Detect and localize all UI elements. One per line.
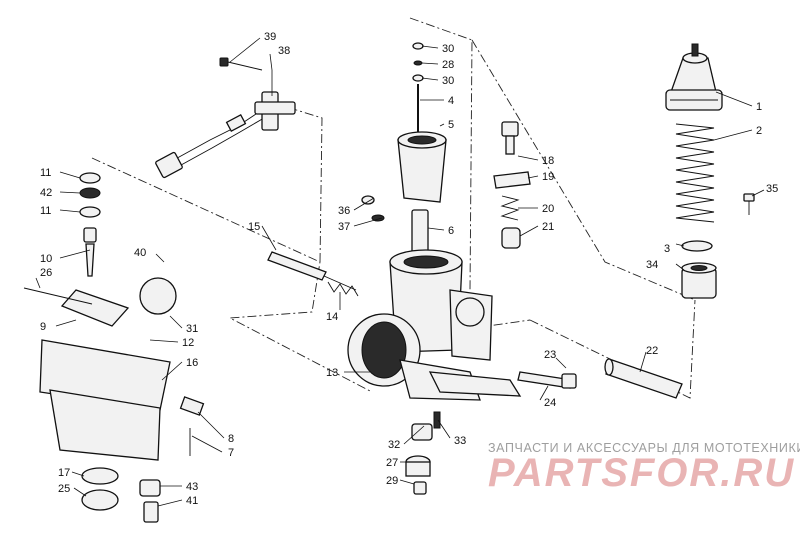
idle-screw-15 bbox=[267, 251, 357, 291]
throttle-slide-5 bbox=[397, 131, 447, 203]
sleeve-22 bbox=[604, 358, 683, 399]
callout-16: 16 bbox=[186, 357, 198, 369]
plunger-cap-assembly bbox=[665, 43, 723, 111]
callout-40: 40 bbox=[134, 247, 146, 259]
callout-29: 29 bbox=[386, 475, 398, 487]
callout-31: 31 bbox=[186, 323, 198, 335]
callout-27: 27 bbox=[386, 457, 398, 469]
watermark: ЗАПЧАСТИ И АКСЕССУАРЫ ДЛЯ МОТОТЕХНИКИ PA… bbox=[488, 441, 800, 495]
callout-11b: 11 bbox=[40, 205, 51, 217]
callout-5: 5 bbox=[448, 119, 454, 131]
callout-37: 37 bbox=[338, 221, 350, 233]
callout-25: 25 bbox=[58, 483, 70, 495]
screw-23-24 bbox=[517, 371, 577, 389]
callout-23: 23 bbox=[544, 349, 556, 361]
callout-1: 1 bbox=[756, 101, 762, 113]
callout-19: 19 bbox=[542, 171, 554, 183]
callout-13: 13 bbox=[326, 367, 338, 379]
callout-labels: 1 2 3 4 5 6 7 8 9 10 11 11 12 13 14 15 1… bbox=[40, 31, 778, 507]
callout-36: 36 bbox=[338, 205, 350, 217]
callout-35: 35 bbox=[766, 183, 778, 195]
callout-28: 28 bbox=[442, 59, 454, 71]
callout-30b: 30 bbox=[442, 75, 454, 87]
callout-8: 8 bbox=[228, 433, 234, 445]
watermark-tagline: ЗАПЧАСТИ И АКСЕССУАРЫ ДЛЯ МОТОТЕХНИКИ bbox=[488, 441, 800, 455]
callout-22: 22 bbox=[646, 345, 658, 357]
screw-36-37 bbox=[361, 195, 385, 222]
throttle-sensor-38-39 bbox=[155, 57, 296, 179]
callout-34: 34 bbox=[646, 259, 658, 271]
leader-lines bbox=[35, 37, 765, 507]
callout-2: 2 bbox=[756, 125, 762, 137]
needle-clip-set bbox=[412, 42, 424, 138]
callout-32: 32 bbox=[388, 439, 400, 451]
callout-18: 18 bbox=[542, 155, 554, 167]
callout-12: 12 bbox=[182, 337, 194, 349]
callout-15: 15 bbox=[248, 221, 260, 233]
callout-30a: 30 bbox=[442, 43, 454, 55]
callout-17: 17 bbox=[58, 467, 70, 479]
callout-43: 43 bbox=[186, 481, 198, 493]
callout-42: 42 bbox=[40, 187, 52, 199]
callout-14: 14 bbox=[326, 311, 338, 323]
float-bowl-assembly bbox=[23, 172, 205, 523]
callout-11a: 11 bbox=[40, 167, 51, 179]
screw-35 bbox=[743, 193, 755, 215]
main-jet-group bbox=[405, 411, 441, 495]
carburetor-body bbox=[347, 209, 522, 401]
callout-26: 26 bbox=[40, 267, 52, 279]
spring-14 bbox=[327, 281, 359, 297]
callout-3: 3 bbox=[664, 243, 670, 255]
callout-41: 41 bbox=[186, 495, 198, 507]
callout-33: 33 bbox=[454, 435, 466, 447]
callout-20: 20 bbox=[542, 203, 554, 215]
callout-6: 6 bbox=[448, 225, 454, 237]
reference-boundaries bbox=[91, 17, 696, 399]
callout-7: 7 bbox=[228, 447, 234, 459]
washer-3 bbox=[681, 240, 713, 252]
watermark-brand: PARTSFOR.RU bbox=[488, 451, 795, 495]
callout-9: 9 bbox=[40, 321, 46, 333]
holder-34 bbox=[681, 262, 717, 299]
callout-39: 39 bbox=[264, 31, 276, 43]
callout-10: 10 bbox=[40, 253, 52, 265]
callout-21: 21 bbox=[542, 221, 554, 233]
callout-38: 38 bbox=[278, 45, 290, 57]
callout-4: 4 bbox=[448, 95, 454, 107]
spring-2 bbox=[675, 123, 715, 223]
callout-24: 24 bbox=[544, 397, 556, 409]
pilot-jet-group bbox=[493, 121, 531, 249]
